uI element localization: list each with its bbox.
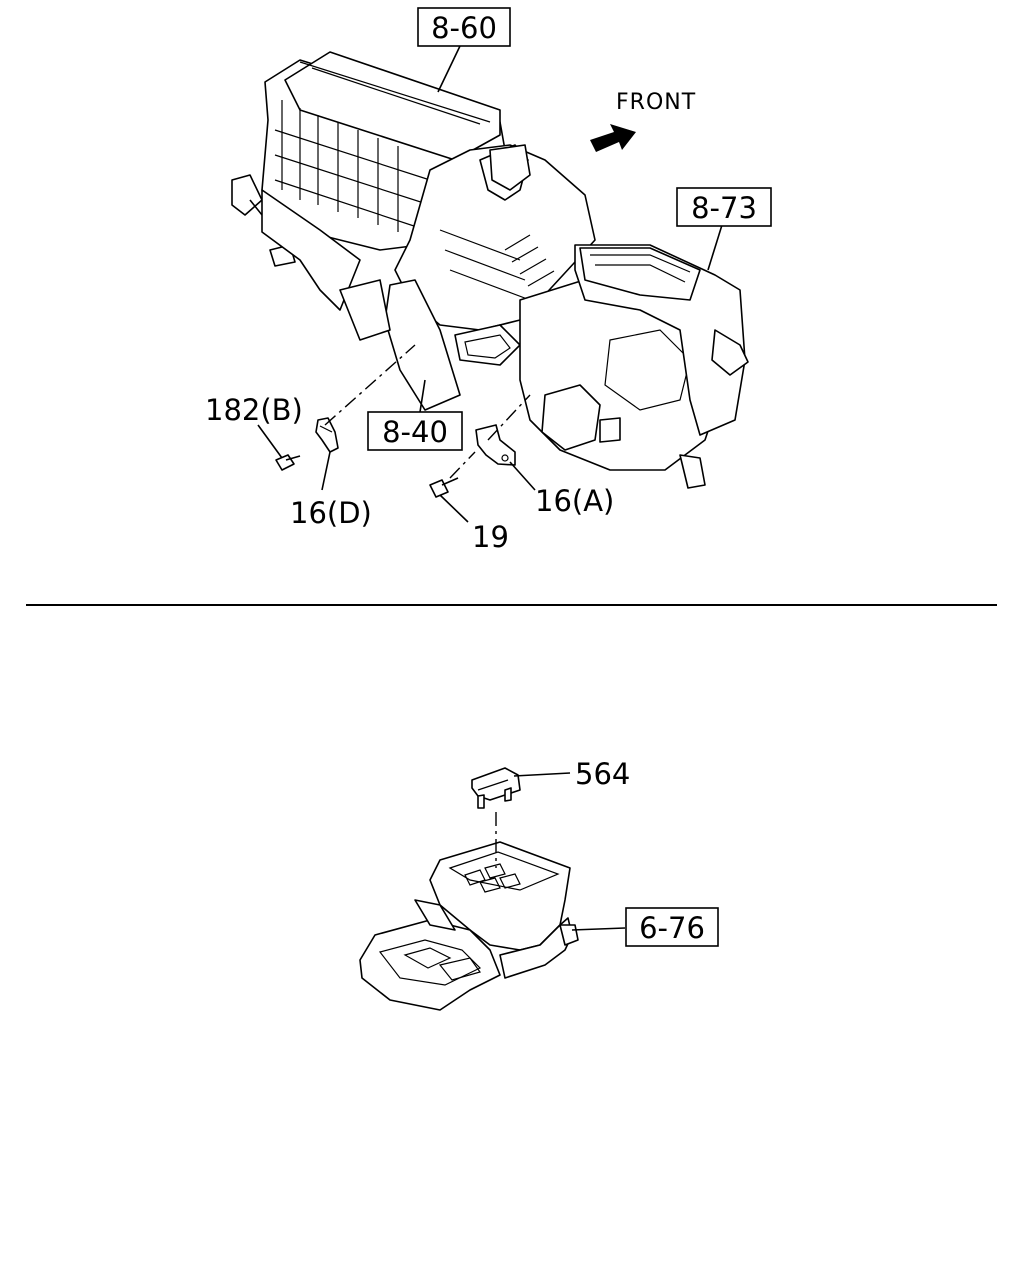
ref-box-8-40[interactable]: 8-40 [382, 415, 448, 449]
ref-box-6-76-frame [625, 907, 719, 947]
ref-box-8-60-frame [417, 7, 511, 47]
ref-box-6-76[interactable]: 6-76 [639, 911, 705, 945]
label-182b[interactable]: 182(B) [205, 393, 303, 427]
screw-182b-illustration [275, 454, 301, 471]
ref-box-8-40-frame [367, 411, 463, 451]
bracket-16d-illustration [315, 417, 339, 453]
label-16a[interactable]: 16(A) [535, 484, 614, 518]
hvac-unit-illustration [231, 51, 749, 489]
ref-box-8-60[interactable]: 8-60 [431, 11, 497, 45]
label-564[interactable]: 564 [575, 757, 630, 791]
console-illustration [359, 841, 579, 1011]
front-label: FRONT [616, 90, 696, 115]
label-19[interactable]: 19 [472, 520, 509, 554]
cap-564-illustration [471, 767, 521, 809]
ref-box-8-73-frame [676, 187, 772, 227]
front-arrow-icon [590, 124, 636, 152]
screw-19-illustration [429, 477, 459, 498]
ref-box-8-73[interactable]: 8-73 [691, 191, 757, 225]
label-16d[interactable]: 16(D) [290, 496, 372, 530]
